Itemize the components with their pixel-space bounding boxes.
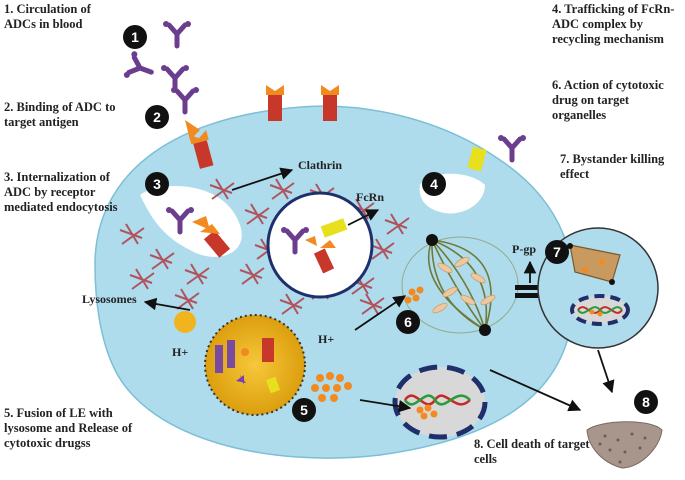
mitotic-spindle [401,234,519,336]
bystander-cell [537,227,659,349]
step-number-7: 7 [545,240,569,264]
lysosomes-label: Lysosomes [82,292,137,306]
step-number-5: 5 [292,398,316,422]
drug-in-nucleus [416,404,438,420]
dead-cell [586,421,663,469]
dead-cell-speckle [598,432,647,464]
pgp-label: P-gp [512,242,536,256]
step-number-2: 2 [145,105,169,129]
endosome-contents [281,218,348,274]
clathrin-label: Clathrin [298,158,343,172]
lysosome-small [174,311,196,333]
lysosome-contents [215,338,281,394]
h-plus-right-label: H+ [318,332,335,346]
h-plus-left-label: H+ [172,345,189,359]
drug-near-spindle [404,286,424,304]
bystander-spindle [567,243,621,285]
fcrn-label: FcRn [356,190,384,204]
released-drug [311,372,352,402]
step-number-1: 1 [123,25,147,49]
endosome [266,191,374,299]
nucleus [392,364,488,440]
step-number-8: 8 [634,390,658,414]
step-number-6: 6 [396,310,420,334]
internalized-adc [166,207,231,258]
circulating-adcs [123,21,526,172]
arrows [143,167,615,413]
dna-helix [403,394,471,406]
step-number-4: 4 [422,172,446,196]
pgp-pump [515,285,553,298]
step-number-3: 3 [145,172,169,196]
bystander-nucleus [570,294,630,326]
